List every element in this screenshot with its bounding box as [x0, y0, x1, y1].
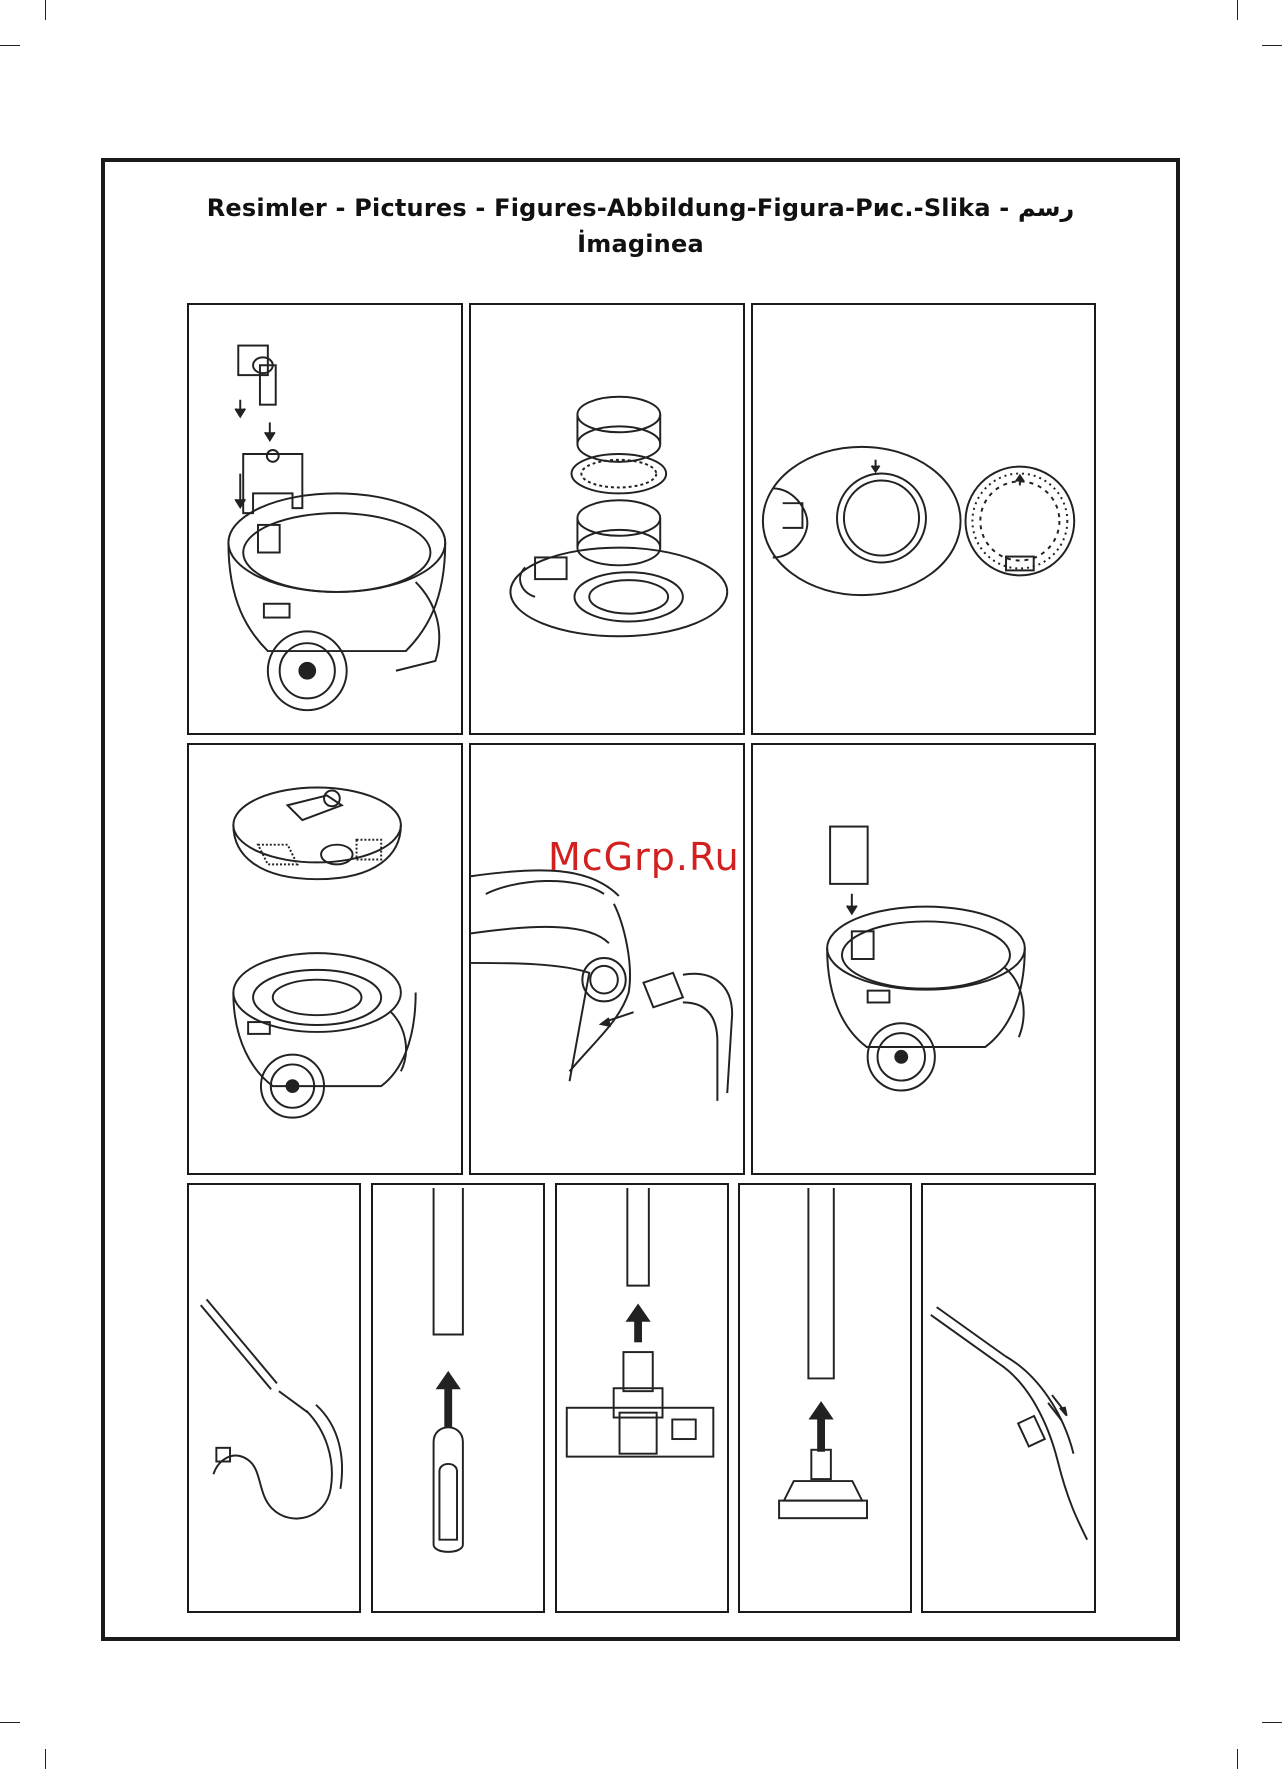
- figure-filter-rings: [469, 303, 745, 735]
- figure-bag-insertion: [751, 743, 1096, 1175]
- figure-upholstery-nozzle: [738, 1183, 912, 1613]
- figure-filter-plate-top-view: [751, 303, 1096, 735]
- upholstery-nozzle-icon: [740, 1185, 910, 1611]
- filter-plate-icon: [753, 305, 1094, 733]
- watermark-text: McGrp.Ru: [548, 835, 740, 879]
- page-title: Resimler - Pictures - Figures-Abbildung-…: [101, 190, 1180, 262]
- crop-mark: [0, 1722, 20, 1723]
- figure-lid-on-body: [187, 743, 463, 1175]
- vacuum-body-icon: [189, 305, 461, 733]
- dust-bag-icon: [753, 745, 1094, 1173]
- crop-mark: [1237, 0, 1238, 20]
- figure-hose-insertion: [469, 743, 745, 1175]
- floor-brush-icon: [557, 1185, 727, 1611]
- crop-mark: [45, 0, 46, 20]
- filter-stack-icon: [471, 305, 743, 733]
- figure-floor-brush: [555, 1183, 729, 1613]
- crop-mark: [0, 45, 20, 46]
- hose-connector-icon: [471, 745, 743, 1173]
- crop-mark: [1262, 45, 1282, 46]
- figure-dust-container-assembly: [187, 303, 463, 735]
- title-line-2: İmaginea: [101, 226, 1180, 262]
- figure-crevice-nozzle: [371, 1183, 545, 1613]
- crop-mark: [1262, 1722, 1282, 1723]
- crop-mark: [45, 1749, 46, 1769]
- handle-slider-icon: [923, 1185, 1094, 1611]
- figure-handle-suction-control: [921, 1183, 1096, 1613]
- crevice-nozzle-icon: [373, 1185, 543, 1611]
- crop-mark: [1237, 1749, 1238, 1769]
- hose-wand-icon: [189, 1185, 359, 1611]
- figure-hose-and-wand: [187, 1183, 361, 1613]
- title-line-1: Resimler - Pictures - Figures-Abbildung-…: [101, 190, 1180, 226]
- vacuum-lid-icon: [189, 745, 461, 1173]
